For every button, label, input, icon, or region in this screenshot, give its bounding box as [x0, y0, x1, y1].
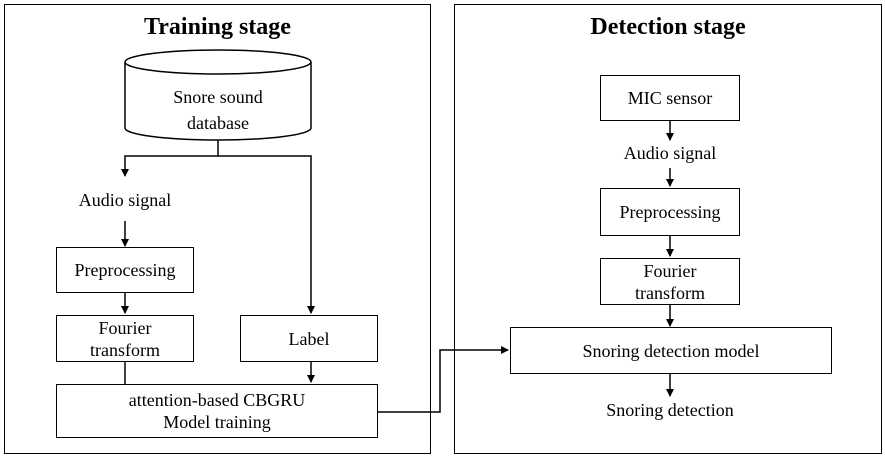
mic-sensor-label: MIC sensor [627, 88, 713, 108]
training-audio-signal: Audio signal [78, 190, 172, 210]
database-cylinder-shape [124, 49, 312, 141]
mic-sensor-box: MIC sensor [600, 75, 740, 121]
detection-stage-panel [454, 4, 882, 454]
detection-fourier-line2: transform [635, 282, 705, 303]
arrow-training-to-detection [378, 346, 509, 413]
training-fourier-line2: transform [90, 339, 160, 360]
arrow-db-to-label [218, 155, 315, 314]
arrow-db-to-audio [121, 140, 219, 177]
training-fourier-box: Fourier transform [56, 315, 194, 362]
snoring-detection-model-box: Snoring detection model [510, 327, 832, 374]
detection-audio-signal: Audio signal [623, 143, 717, 163]
detection-preprocessing-box: Preprocessing [600, 188, 740, 236]
detection-fourier-box: Fourier transform [600, 258, 740, 305]
training-fourier-line1: Fourier [98, 317, 152, 338]
model-training-line2: Model training [163, 412, 271, 432]
snoring-detection-output: Snoring detection [606, 400, 734, 420]
detection-fourier-line1: Fourier [643, 260, 697, 281]
snore-database-line2: database [187, 113, 249, 133]
snoring-detection-model-label: Snoring detection model [582, 340, 760, 361]
training-stage-panel [4, 4, 431, 454]
snore-database-line1: Snore sound [173, 87, 263, 107]
detection-preprocessing-label: Preprocessing [619, 202, 721, 222]
label-text: Label [288, 328, 330, 349]
model-training-box: attention-based CBGRU Model training [56, 384, 378, 438]
training-preprocessing-box: Preprocessing [56, 247, 194, 293]
detection-stage-title: Detection stage [590, 14, 746, 40]
training-stage-title: Training stage [144, 14, 291, 40]
label-box: Label [240, 315, 378, 362]
model-training-line1: attention-based CBGRU [128, 390, 306, 410]
snore-database: Snore sound database [125, 84, 311, 136]
training-preprocessing-label: Preprocessing [74, 260, 176, 280]
